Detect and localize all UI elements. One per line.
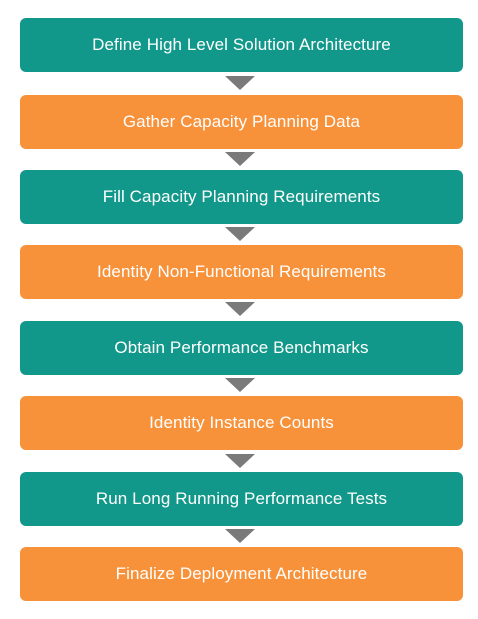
down-arrow-icon — [225, 378, 255, 392]
step-fill-requirements: Fill Capacity Planning Requirements — [20, 170, 463, 224]
step-label: Identity Instance Counts — [149, 413, 334, 432]
down-arrow-icon — [225, 454, 255, 468]
step-label: Finalize Deployment Architecture — [115, 564, 368, 583]
step-finalize-deployment: Finalize Deployment Architecture — [20, 547, 463, 601]
step-label: Gather Capacity Planning Data — [122, 112, 361, 131]
step-instance-counts: Identity Instance Counts — [20, 396, 463, 450]
down-arrow-icon — [225, 76, 255, 90]
step-nonfunctional-requirements: Identity Non-Functional Requirements — [20, 245, 463, 299]
step-benchmarks: Obtain Performance Benchmarks — [20, 321, 463, 375]
step-label: Obtain Performance Benchmarks — [114, 338, 369, 357]
step-define-architecture: Define High Level Solution Architecture — [20, 18, 463, 72]
step-gather-data: Gather Capacity Planning Data — [20, 95, 463, 149]
down-arrow-icon — [225, 529, 255, 543]
step-label: Fill Capacity Planning Requirements — [102, 187, 381, 206]
step-label: Run Long Running Performance Tests — [95, 489, 388, 508]
down-arrow-icon — [225, 152, 255, 166]
step-performance-tests: Run Long Running Performance Tests — [20, 472, 463, 526]
down-arrow-icon — [225, 227, 255, 241]
down-arrow-icon — [225, 302, 255, 316]
step-label: Define High Level Solution Architecture — [92, 35, 391, 54]
step-label: Identity Non-Functional Requirements — [97, 262, 386, 281]
